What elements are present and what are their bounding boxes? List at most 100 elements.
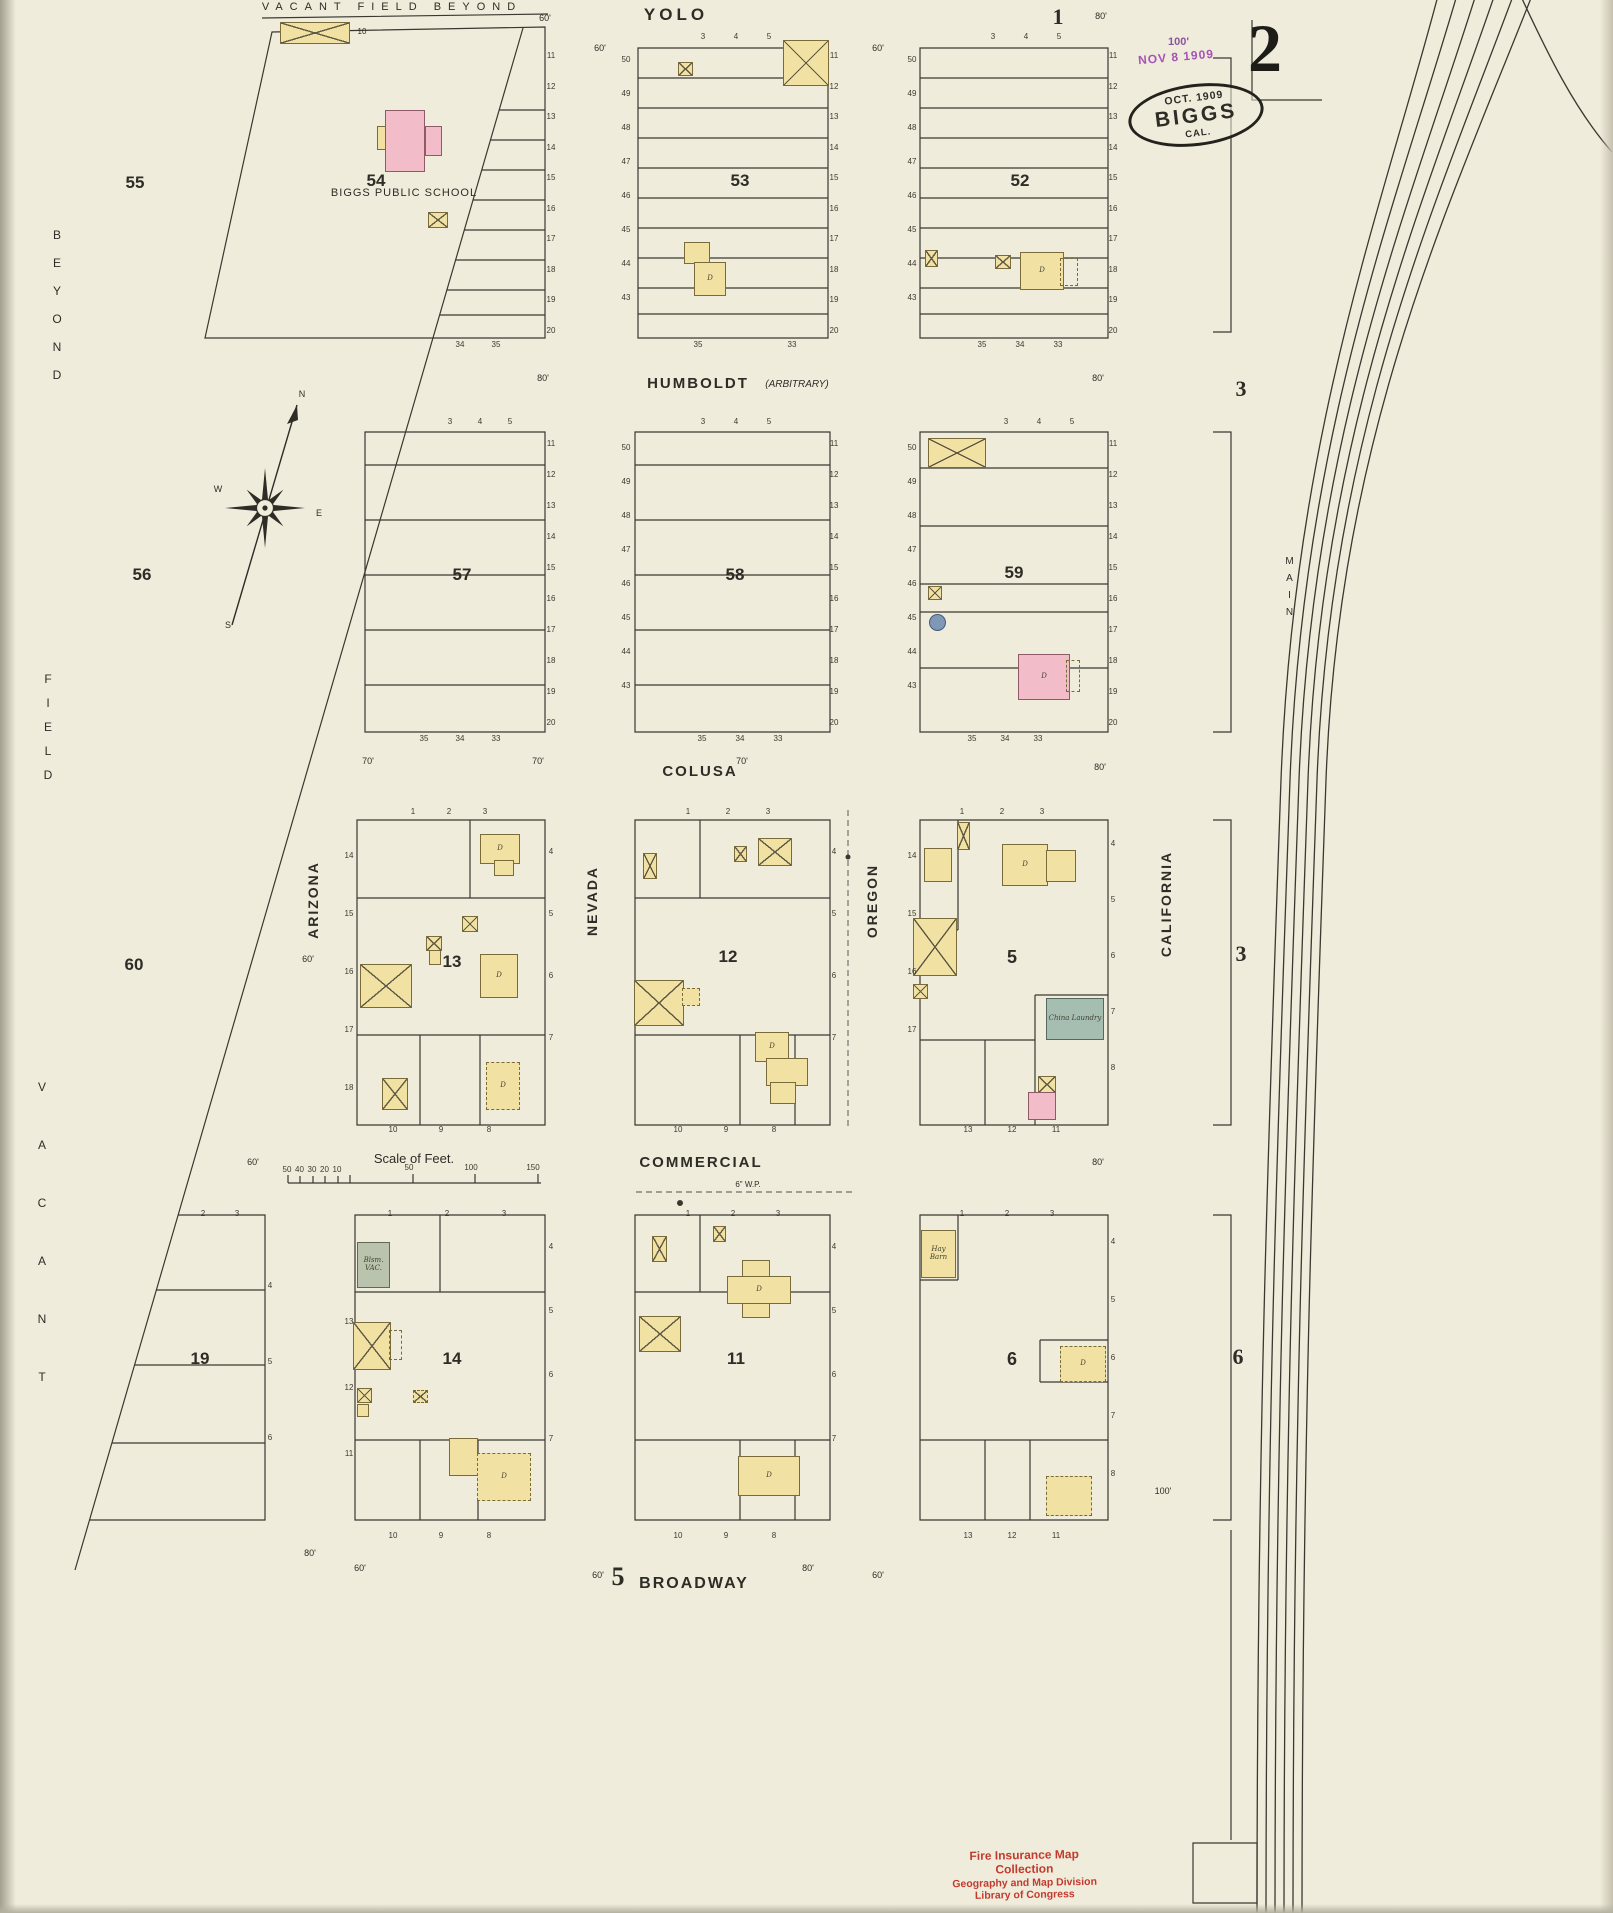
dim: 80' <box>1092 1157 1104 1167</box>
lot-number: 48 <box>621 123 631 132</box>
lot-number: 1 <box>959 807 965 816</box>
lot-number: 8 <box>1110 1063 1116 1072</box>
lot-number: 1 <box>959 1209 965 1218</box>
dim: 60' <box>592 1570 604 1580</box>
lot-number: 14 <box>829 532 839 541</box>
note-vacant-field-beyond: VACANT FIELD BEYOND <box>261 1 523 13</box>
lot-number: 49 <box>621 89 631 98</box>
lot-number: 8 <box>771 1531 777 1540</box>
adjacent-sheet-3a: 3 <box>1235 376 1247 401</box>
block-13: 13 <box>442 952 462 971</box>
lot-number: 20 <box>829 718 839 727</box>
lot-number: 17 <box>1108 625 1118 634</box>
dim: 60' <box>872 1570 884 1580</box>
lot-number: 30 <box>307 1165 317 1174</box>
building <box>1028 1092 1056 1120</box>
building-china-laundry: China Laundry <box>1046 998 1104 1040</box>
building-label: China Laundry <box>1048 1014 1102 1023</box>
lot-number: 17 <box>344 1025 354 1034</box>
lot-number: 16 <box>546 203 556 213</box>
lot-number: 19 <box>546 295 556 304</box>
building <box>913 918 957 976</box>
lot-number: 3 <box>765 807 771 816</box>
block-14: 14 <box>442 1349 462 1368</box>
lot-number: 50 <box>907 55 917 64</box>
railroad-track-line <box>1283 0 1494 1913</box>
lot-number: 19 <box>546 687 556 696</box>
lot-number: 35 <box>977 340 987 349</box>
building-label: D <box>1041 672 1047 681</box>
dim: 80' <box>1092 373 1104 383</box>
lot-number: 16 <box>907 967 917 976</box>
lot-number: 43 <box>907 681 917 690</box>
building <box>634 980 684 1026</box>
lot-number: 3 <box>990 32 996 41</box>
adjacent-sheet-1: 1 <box>1052 4 1064 29</box>
street-broadway: BROADWAY <box>639 1575 749 1592</box>
lot-number: 18 <box>829 264 839 274</box>
lot-number: 9 <box>723 1125 729 1134</box>
lot-number: 19 <box>829 687 839 696</box>
lot-number: 44 <box>621 647 631 656</box>
lot-number: 35 <box>967 734 977 743</box>
lot-number: 4 <box>477 417 483 426</box>
building <box>429 950 441 965</box>
building-d: D <box>727 1276 791 1304</box>
lot-number: 4 <box>267 1281 273 1290</box>
lot-number: 16 <box>1108 594 1118 603</box>
lot-number: 7 <box>548 1434 554 1443</box>
lot-number: 3 <box>700 417 706 426</box>
block-60: 60 <box>124 955 144 974</box>
lot-number: 16 <box>344 967 354 976</box>
block-59: 59 <box>1004 563 1024 582</box>
lot-number: 3 <box>234 1209 240 1218</box>
building <box>766 1058 808 1086</box>
lot-number: 16 <box>829 203 839 213</box>
compass-e: E <box>315 508 323 518</box>
lot-number: 16 <box>1108 203 1118 213</box>
lot-number: 18 <box>546 656 556 665</box>
building-d: D <box>486 1062 520 1110</box>
building-label: Hay Barn <box>929 1245 948 1261</box>
lot-number: 6 <box>831 1370 837 1379</box>
lot-number: 15 <box>1108 563 1118 572</box>
block-53: 53 <box>730 171 750 190</box>
lot-number: 34 <box>735 734 745 743</box>
dim: 60' <box>872 43 884 53</box>
building-label: D <box>1022 860 1028 869</box>
lot-number: 18 <box>546 264 556 274</box>
building-label: D <box>1039 266 1045 275</box>
building <box>357 1388 372 1403</box>
street-yolo: YOLO <box>643 5 709 24</box>
lot-number: 47 <box>621 545 631 554</box>
building <box>1060 258 1078 286</box>
lot-number: 3 <box>1039 807 1045 816</box>
building <box>357 1404 369 1417</box>
dim: 80' <box>1094 762 1106 772</box>
lot-number: 43 <box>907 293 917 302</box>
lot-number: 5 <box>507 417 513 426</box>
lot-number: 48 <box>907 123 917 132</box>
lot-number: 7 <box>548 1033 554 1042</box>
railroad-track-line <box>1256 0 1438 1913</box>
compass-w: W <box>213 484 223 494</box>
building-hay-barn: Hay Barn <box>921 1230 956 1278</box>
building <box>682 988 700 1006</box>
lot-number: 150 <box>526 1163 540 1172</box>
lot-number: 11 <box>829 51 839 60</box>
street-colusa: COLUSA <box>662 763 738 780</box>
railroad-track-line <box>1274 0 1475 1913</box>
lot-number: 4 <box>1023 32 1029 41</box>
building <box>713 1226 726 1242</box>
lot-number: 33 <box>1033 734 1043 743</box>
lot-number: 45 <box>907 613 917 622</box>
dim: 60' <box>594 43 606 53</box>
lot-number: 47 <box>907 545 917 554</box>
lot-number: 12 <box>546 81 556 91</box>
railroad-track-line <box>1265 0 1457 1913</box>
building <box>652 1236 667 1262</box>
building <box>925 250 938 267</box>
lot-number: 4 <box>1036 417 1042 426</box>
lot-number: 12 <box>829 81 839 91</box>
